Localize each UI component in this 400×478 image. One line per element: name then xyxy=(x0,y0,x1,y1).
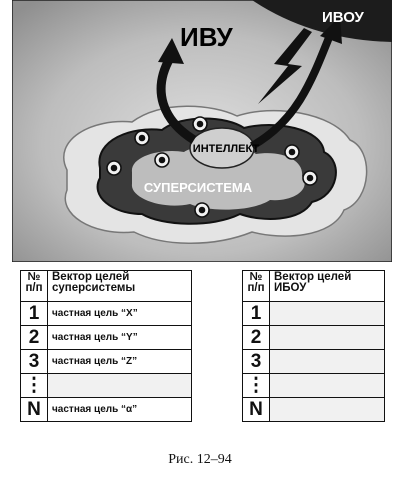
table-row: 1 частная цель “X” xyxy=(20,301,192,326)
row-number: 1 xyxy=(242,301,270,326)
ivou-goals-table: № п/п Вектор целей ИБОУ 1 2 3 ⋮ N xyxy=(242,270,385,422)
header-number-abbr: п/п xyxy=(247,282,265,294)
table-row: ⋮ xyxy=(242,373,385,398)
row-number: 1 xyxy=(20,301,48,326)
header-vector-line1: Вектор целей xyxy=(274,271,352,283)
illustration-svg: ИВУ ИВОУ ИНТЕЛЛЕКТ СУПЕРСИСТЕМА xyxy=(12,0,392,262)
row-goal xyxy=(269,349,385,374)
label-ivu: ИВУ xyxy=(180,22,233,52)
supersystem-illustration: ИВУ ИВОУ ИНТЕЛЛЕКТ СУПЕРСИСТЕМА xyxy=(12,0,392,262)
table-row: 1 xyxy=(242,301,385,326)
row-goal: частная цель “Z” xyxy=(47,349,192,374)
subsystem-nodes xyxy=(106,116,318,218)
row-number: ⋮ xyxy=(242,373,270,398)
row-goal xyxy=(269,397,385,422)
table-row: 2 xyxy=(242,325,385,350)
lightning-icon xyxy=(258,28,312,104)
arrow-to-ivou xyxy=(250,28,336,150)
table-row: 3 частная цель “Z” xyxy=(20,349,192,374)
table-header: № п/п Вектор целей ИБОУ xyxy=(242,270,385,302)
header-number: № п/п xyxy=(242,270,270,302)
table-header: № п/п Вектор целей суперсистемы xyxy=(20,270,192,302)
label-intellect: ИНТЕЛЛЕКТ xyxy=(193,143,260,155)
row-number: 3 xyxy=(242,349,270,374)
header-number-symbol: № xyxy=(249,271,263,283)
row-number: ⋮ xyxy=(20,373,48,398)
table-row: ⋮ xyxy=(20,373,192,398)
row-number: N xyxy=(20,397,48,422)
header-vector: Вектор целей суперсистемы xyxy=(47,270,192,302)
row-goal xyxy=(269,325,385,350)
figure-caption: Рис. 12–94 xyxy=(168,452,232,467)
ivou-dark-region xyxy=(252,0,392,42)
table-row: 3 xyxy=(242,349,385,374)
table-row: N частная цель “α” xyxy=(20,397,192,422)
header-vector-line2: ИБОУ xyxy=(274,282,307,294)
row-goal: частная цель “Y” xyxy=(47,325,192,350)
arrow-to-ivu xyxy=(156,55,197,144)
supersystem-inner xyxy=(131,145,305,210)
row-number: N xyxy=(242,397,270,422)
row-goal: частная цель “X” xyxy=(47,301,192,326)
supersystem-goals-table: № п/п Вектор целей суперсистемы 1 частна… xyxy=(20,270,192,422)
row-goal: частная цель “α” xyxy=(47,397,192,422)
header-vector-line1: Вектор целей xyxy=(52,271,130,283)
header-number-symbol: № xyxy=(27,271,41,283)
label-supersystem: СУПЕРСИСТЕМА xyxy=(144,180,253,195)
row-number: 2 xyxy=(20,325,48,350)
row-number: 2 xyxy=(242,325,270,350)
header-number-abbr: п/п xyxy=(25,282,43,294)
row-goal xyxy=(269,373,385,398)
header-number: № п/п xyxy=(20,270,48,302)
row-goal xyxy=(269,301,385,326)
arrow-to-ivu-head xyxy=(158,38,184,64)
arrow-to-ivou-head xyxy=(320,16,342,44)
header-vector-line2: суперсистемы xyxy=(52,282,136,294)
label-ivou: ИВОУ xyxy=(322,9,365,26)
row-goal xyxy=(47,373,192,398)
table-row: 2 частная цель “Y” xyxy=(20,325,192,350)
row-number: 3 xyxy=(20,349,48,374)
table-row: N xyxy=(242,397,385,422)
header-vector: Вектор целей ИБОУ xyxy=(269,270,385,302)
